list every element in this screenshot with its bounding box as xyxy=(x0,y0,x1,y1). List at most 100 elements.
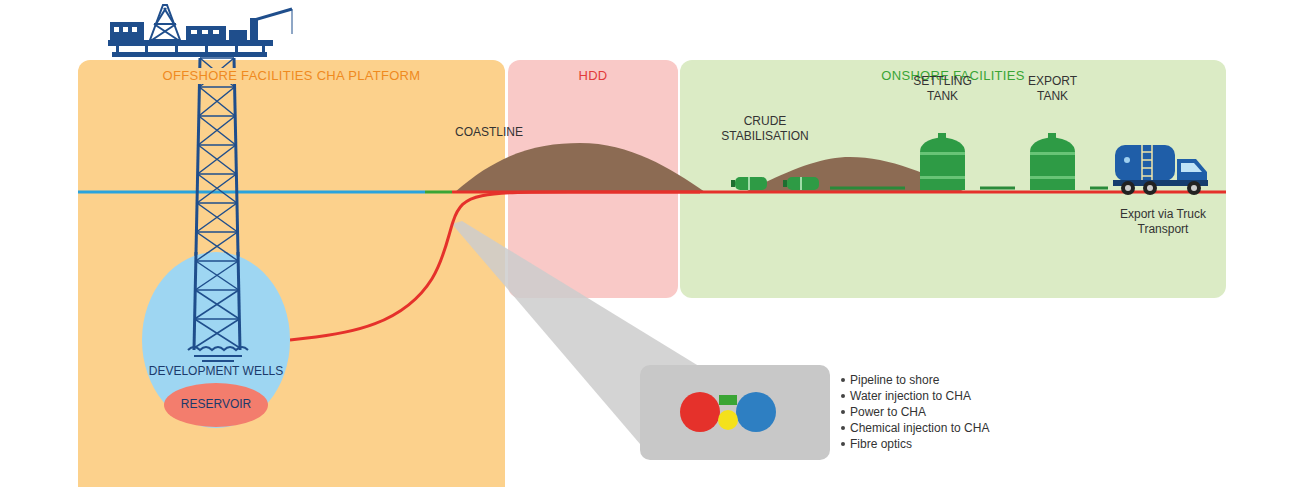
platform-jacket xyxy=(199,87,235,116)
platform-jacket xyxy=(200,57,234,59)
platform-deck xyxy=(116,46,119,52)
platform-deck xyxy=(229,30,247,40)
callout-item: Water injection to CHA xyxy=(850,389,971,403)
settling-tank-text: SETTLING TANK xyxy=(911,74,975,104)
platform-jacket xyxy=(234,252,240,350)
truck-symbol xyxy=(1142,175,1152,177)
platform-jacket xyxy=(198,174,237,203)
truck-symbol xyxy=(1142,159,1152,161)
platform-jacket xyxy=(198,145,236,174)
callout-item: Chemical injection to CHA xyxy=(850,421,989,435)
pipeline-connector xyxy=(290,192,700,340)
settling-tank-symbol xyxy=(920,133,965,190)
truck-symbol xyxy=(1141,145,1143,180)
platform-deck xyxy=(175,46,178,52)
onshore-panel: ONSHORE FACILITIESCRUDE STABILISATIONSET… xyxy=(680,60,1226,298)
platform-jacket xyxy=(194,355,242,357)
platform-jacket xyxy=(195,290,239,319)
platform-jacket xyxy=(195,318,240,320)
pipeline-connector xyxy=(830,187,905,190)
platform-jacket xyxy=(196,260,238,262)
reservoir-ellipse-outline xyxy=(164,383,268,427)
platform-jacket xyxy=(197,174,236,203)
export-tank-symbol xyxy=(1030,176,1075,179)
platform-jacket xyxy=(194,355,242,357)
callout-item: Power to CHA xyxy=(850,405,926,419)
platform-jacket xyxy=(188,252,248,361)
callout-cone xyxy=(718,410,738,430)
platform-jacket xyxy=(198,173,237,175)
truck-symbol xyxy=(1113,145,1208,195)
platform-jacket xyxy=(195,319,240,348)
settling-tank: SETTLING TANK xyxy=(905,70,980,195)
truck-symbol xyxy=(1143,181,1157,195)
platform-deck xyxy=(235,46,238,52)
platform-jacket xyxy=(195,261,238,290)
derrick xyxy=(150,5,180,40)
panel-backgrounds xyxy=(78,60,1226,487)
platform-jacket xyxy=(196,252,238,261)
export-tank-text: EXPORT TANK xyxy=(1021,74,1085,104)
crane xyxy=(292,9,293,34)
platform-jacket xyxy=(198,144,236,146)
reservoir-ellipse: RESERVOIR xyxy=(164,383,268,427)
platform-deck xyxy=(108,18,273,57)
pump-symbols xyxy=(735,177,767,190)
wells-ellipse-outline xyxy=(142,252,290,428)
crane xyxy=(254,9,292,34)
pump-symbols xyxy=(731,177,819,190)
platform-deck xyxy=(202,30,208,34)
truck-symbol xyxy=(1151,145,1153,180)
truck-symbol xyxy=(1181,163,1202,172)
sea-and-ground-lines xyxy=(425,191,452,194)
settling-tank-symbol xyxy=(920,176,965,179)
platform-jacket xyxy=(196,203,237,232)
pipeline-connector xyxy=(980,187,1015,190)
crude-stabilisation-text: CRUDE STABILISATION xyxy=(717,114,813,144)
platform-deck xyxy=(250,18,258,40)
export-tank-symbol xyxy=(1030,137,1075,190)
platform-deck xyxy=(132,27,137,32)
truck-symbol xyxy=(1125,185,1131,191)
platform-jacket xyxy=(197,202,237,204)
wells-ellipse: DEVELOPMENT WELLSRESERVOIR xyxy=(142,252,290,428)
platform-jacket xyxy=(199,115,235,117)
platform-jacket xyxy=(195,289,239,291)
platform-deck xyxy=(108,40,273,46)
platform-deck xyxy=(262,46,265,52)
hdd-panel: HDD xyxy=(508,60,678,298)
truck-export-text: Export via Truck Transport xyxy=(1115,207,1211,237)
derrick xyxy=(152,24,176,40)
platform-deck xyxy=(112,52,267,57)
pump-symbols xyxy=(731,180,735,187)
callout-cone xyxy=(452,221,830,460)
platform-deck xyxy=(213,30,219,34)
settling-tank-symbol xyxy=(920,137,965,190)
export-tank-symbol xyxy=(1030,152,1075,155)
truck-export: Export via Truck Transport xyxy=(1108,135,1218,250)
platform-deck xyxy=(110,22,144,40)
platform-deck xyxy=(186,26,226,40)
truck-symbol xyxy=(1121,181,1135,195)
export-tank-symbol xyxy=(1048,133,1056,138)
offshore-panel: OFFSHORE FACILITIES CHA PLATFORM DEVELOPM… xyxy=(78,60,505,487)
ground-mounds xyxy=(455,143,965,192)
callout-cone xyxy=(719,395,737,405)
platform-deck xyxy=(191,30,197,34)
bullet-dots xyxy=(841,426,845,430)
truck-symbol xyxy=(1142,167,1152,169)
export-tank: EXPORT TANK xyxy=(1015,70,1090,195)
pump-symbols xyxy=(748,177,750,190)
platform-jacket xyxy=(195,318,240,320)
platform-deck xyxy=(205,46,208,52)
platform-jacket xyxy=(198,116,235,145)
offshore-panel-text: OFFSHORE FACILITIES CHA PLATFORM xyxy=(159,68,425,84)
platform-deck xyxy=(145,46,148,52)
platform-jacket xyxy=(199,87,235,116)
hdd-panel-text: HDD xyxy=(578,68,607,84)
truck-symbol xyxy=(1147,185,1153,191)
callout-item: Pipeline to shore xyxy=(850,373,939,387)
platform-jacket xyxy=(198,145,236,174)
crane xyxy=(254,9,292,20)
truck-symbol xyxy=(1124,157,1130,163)
